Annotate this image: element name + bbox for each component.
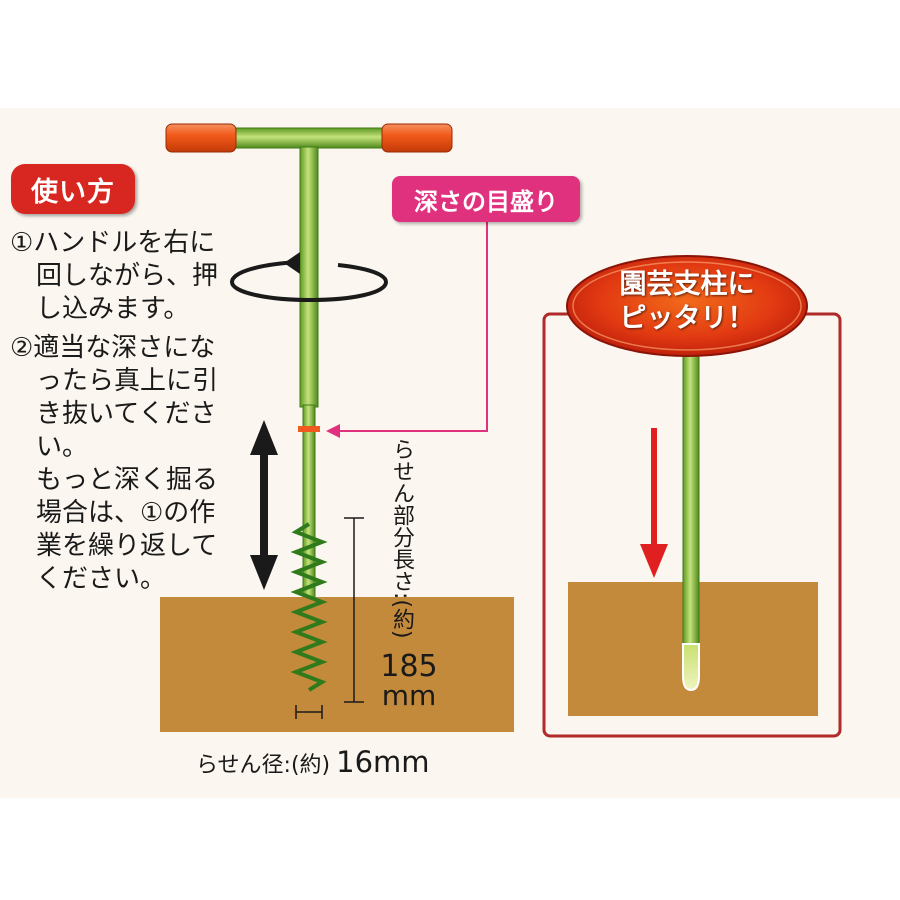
spiral-length-label: らせん部分長さ:(約)	[389, 438, 414, 639]
spiral-diameter-value: 16mm	[336, 745, 430, 779]
right-grip	[381, 123, 453, 153]
depth-scale-pointer	[326, 222, 488, 438]
step1-line: ①ハンドルを右に	[10, 228, 216, 258]
spiral-length-dimension	[344, 517, 364, 703]
usage-title: 使い方	[11, 164, 135, 214]
step1-line: 回しながら、押	[10, 261, 219, 291]
up-down-arrow-icon	[250, 420, 278, 590]
step2-line: ください。	[10, 564, 167, 594]
stake-badge-text: 園芸支柱に ピッタリ！	[572, 268, 802, 336]
step1-line: し込みます。	[10, 294, 190, 324]
t-handle	[165, 123, 453, 153]
spiral-diameter-caption: らせん径:(約)16mm	[196, 745, 430, 779]
step2-line: 場合は、①の作	[10, 498, 216, 528]
depth-mark	[298, 426, 320, 432]
left-grip	[165, 123, 237, 153]
spiral-diameter-label: らせん径:(約)	[196, 753, 331, 778]
stake-badge	[566, 255, 808, 357]
step2-line: ったら真上に引	[10, 366, 219, 396]
auger-spiral	[290, 522, 328, 692]
rotation-arrow-icon	[229, 252, 389, 303]
step2-line: き抜いてくださ	[10, 399, 217, 429]
stake-badge-line2: ピッタリ！	[619, 303, 755, 334]
depth-scale-badge: 深さの目盛り	[392, 176, 580, 222]
spiral-length-value: 185	[380, 649, 438, 684]
step2-line: ②適当な深さにな	[10, 333, 216, 363]
spiral-diameter-dimension	[295, 705, 323, 719]
down-arrow-icon	[640, 428, 668, 578]
step2-line: 業を繰り返して	[10, 531, 218, 561]
soil-block-left	[160, 597, 514, 732]
garden-stake	[682, 349, 700, 692]
spiral-length-unit: mm	[381, 679, 437, 712]
usage-steps: ①ハンドルを右に 回しながら、押 し込みます。 ②適当な深さにな ったら真上に引…	[10, 227, 250, 596]
step2-line: い。	[10, 432, 89, 462]
step2-line: もっと深く掘る	[10, 465, 219, 495]
stake-badge-line1: 園芸支柱に	[619, 269, 755, 300]
